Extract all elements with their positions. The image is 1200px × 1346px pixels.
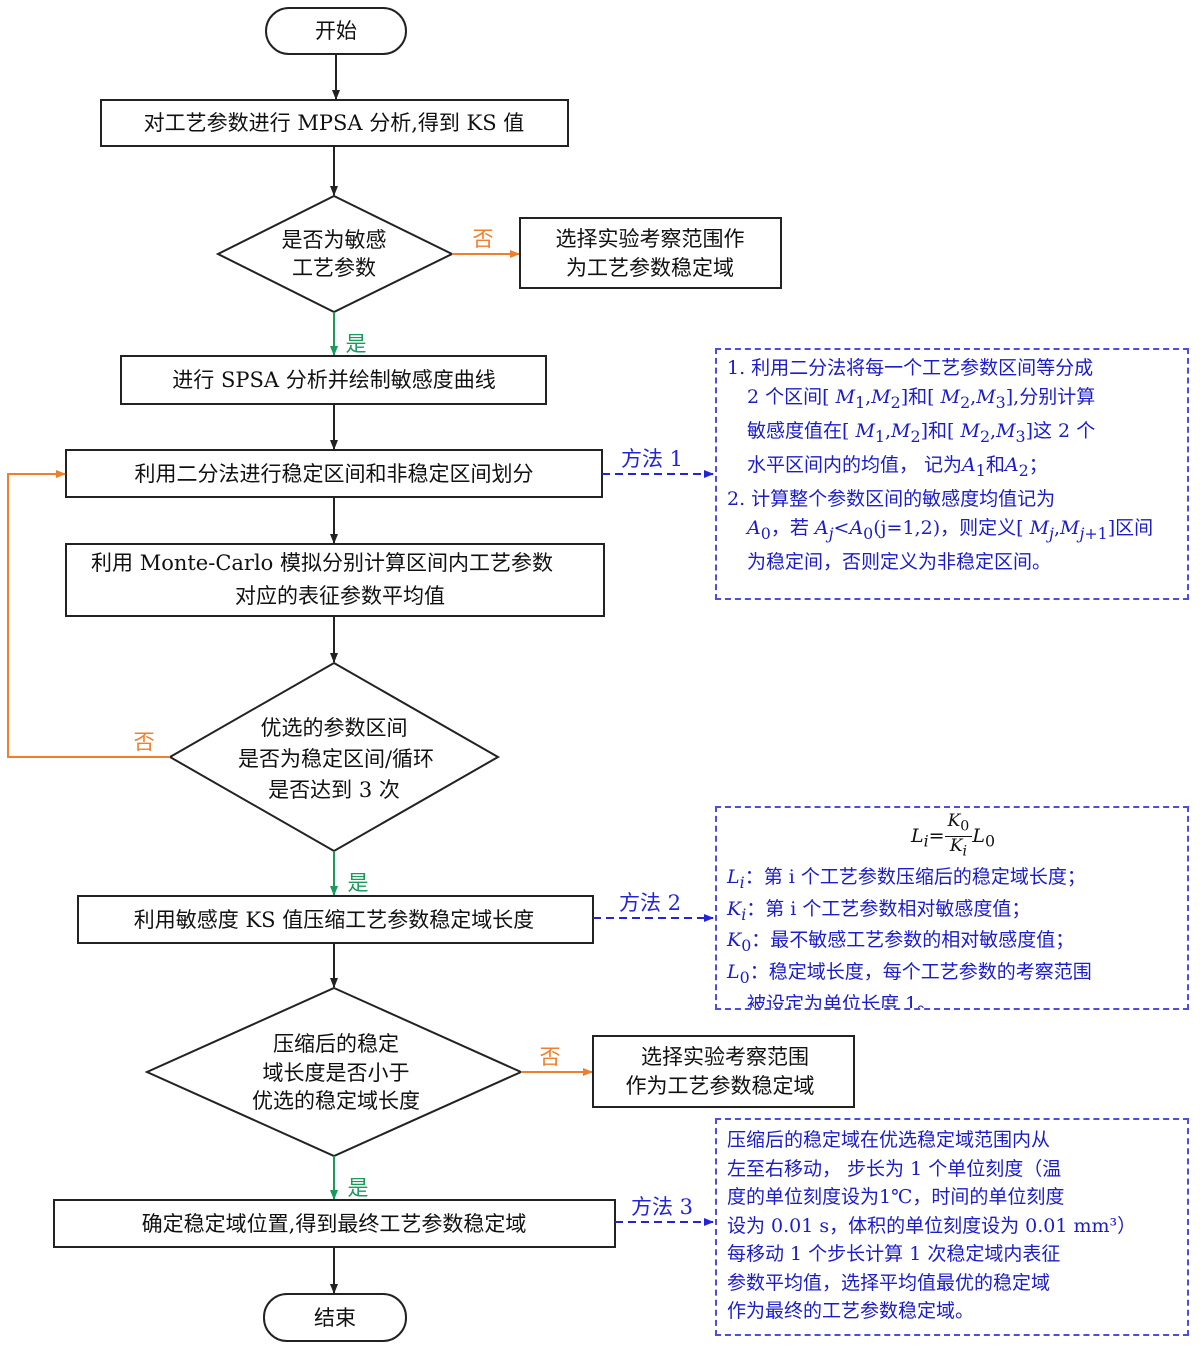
length-yes-label: 是 xyxy=(348,1176,369,1200)
stable-q-line-2: 是否为稳定区间/循环 xyxy=(238,747,434,771)
length-q-line-3: 优选的稳定域长度 xyxy=(252,1089,420,1113)
bisection-text: 利用二分法进行稳定区间和非稳定区间划分 xyxy=(135,462,534,486)
m3-line-7: 作为最终的工艺参数稳定域。 xyxy=(727,1300,975,1322)
mpsa-text: 对工艺参数进行 MPSA 分析,得到 KS 值 xyxy=(144,111,525,135)
m3-line-6: 参数平均值，选择平均值最优的稳定域 xyxy=(727,1271,1051,1294)
m2-def-1: Li：第 i 个工艺参数压缩后的稳定域长度； xyxy=(727,865,1086,892)
sensitive-no-label: 否 xyxy=(473,227,494,251)
stable-no-label: 否 xyxy=(134,730,155,754)
spsa-text: 进行 SPSA 分析并绘制敏感度曲线 xyxy=(172,368,495,392)
montecarlo-line-1: 利用 Monte-Carlo 模拟分别计算区间内工艺参数 xyxy=(91,551,553,575)
m1-line-3: 敏感度值在[ M1,M2]和[ M2,M3]这 2 个 xyxy=(747,419,1096,446)
method-1-note: 1. 利用二分法将每一个工艺参数区间等分成 2 个区间[ M1,M2]和[ M2… xyxy=(715,348,1189,600)
m1-line-4: 水平区间内的均值， 记为A1和A2； xyxy=(747,454,1048,480)
select-range-box-2 xyxy=(592,1035,855,1108)
length-no-label: 否 xyxy=(540,1045,561,1069)
m3-line-4: 设为 0.01 s，体积的单位刻度设为 0.01 mm³） xyxy=(727,1214,1137,1237)
select-range-box-1 xyxy=(519,217,782,289)
select-range-1-line-1: 选择实验考察范围作 xyxy=(556,227,745,251)
select-range-1-line-2: 为工艺参数稳定域 xyxy=(566,256,734,280)
length-q-line-1: 压缩后的稳定 xyxy=(273,1032,399,1056)
montecarlo-process-box xyxy=(65,543,605,617)
stable-q-line-3: 是否达到 3 次 xyxy=(268,778,400,802)
m3-line-5: 每移动 1 个步长计算 1 次稳定域内表征 xyxy=(727,1243,1061,1265)
spsa-process-box xyxy=(120,355,547,405)
select-range-2-line-1: 选择实验考察范围 xyxy=(641,1045,809,1069)
m1-line-7: 为稳定间，否则定义为非稳定区间。 xyxy=(747,551,1052,574)
m1-line-5: 2. 计算整个参数区间的敏感度均值记为 xyxy=(727,488,1056,511)
m3-line-1: 压缩后的稳定域在优选稳定域范围内从 xyxy=(727,1129,1051,1151)
m2-def-2: Ki：第 i 个工艺参数相对敏感度值； xyxy=(727,897,1031,924)
method-3-label: 方法 3 xyxy=(631,1195,693,1219)
sensitive-yes-label: 是 xyxy=(346,332,367,356)
arrow-stable-no-loop xyxy=(7,470,170,758)
method-2-label: 方法 2 xyxy=(619,891,681,915)
locate-text: 确定稳定域位置,得到最终工艺参数稳定域 xyxy=(142,1212,527,1236)
m3-line-2: 左至右移动， 步长为 1 个单位刻度（温 xyxy=(727,1157,1062,1180)
sensitive-q-line-2: 工艺参数 xyxy=(292,256,376,280)
m1-line-1: 1. 利用二分法将每一个工艺参数区间等分成 xyxy=(727,357,1094,379)
montecarlo-line-2: 对应的表征参数平均值 xyxy=(235,584,445,608)
compress-text: 利用敏感度 KS 值压缩工艺参数稳定域长度 xyxy=(134,908,534,932)
end-text: 结束 xyxy=(314,1306,356,1330)
sensitive-decision-diamond xyxy=(215,194,455,314)
length-q-line-2: 域长度是否小于 xyxy=(263,1061,410,1085)
stable-yes-label: 是 xyxy=(348,871,369,895)
method-3-note: 压缩后的稳定域在优选稳定域范围内从 左至右移动， 步长为 1 个单位刻度（温 度… xyxy=(715,1118,1189,1336)
m1-line-2: 2 个区间[ M1,M2]和[ M2,M3],分别计算 xyxy=(747,385,1096,412)
select-range-2-line-2: 作为工艺参数稳定域 xyxy=(626,1074,815,1098)
method-1-label: 方法 1 xyxy=(621,447,683,471)
bisection-process-box xyxy=(65,449,603,498)
sensitive-q-line-1: 是否为敏感 xyxy=(282,228,387,252)
stable-q-line-1: 优选的参数区间 xyxy=(261,716,408,740)
start-text: 开始 xyxy=(315,19,357,43)
m3-line-3: 度的单位刻度设为1℃，时间的单位刻度 xyxy=(727,1186,1065,1208)
compress-process-box xyxy=(77,895,594,944)
m2-def-4: L0：稳定域长度，每个工艺参数的考察范围 xyxy=(727,961,1092,987)
m1-line-6: A0，若 Aj<A0(j=1,2)，则定义[ Mj,Mj+1]区间 xyxy=(747,516,1154,543)
end-terminal xyxy=(263,1293,407,1342)
m2-def-3: K0：最不敏感工艺参数的相对敏感度值； xyxy=(727,929,1075,956)
m2-def-5: 被设定为单位长度 1。 xyxy=(747,992,937,1010)
